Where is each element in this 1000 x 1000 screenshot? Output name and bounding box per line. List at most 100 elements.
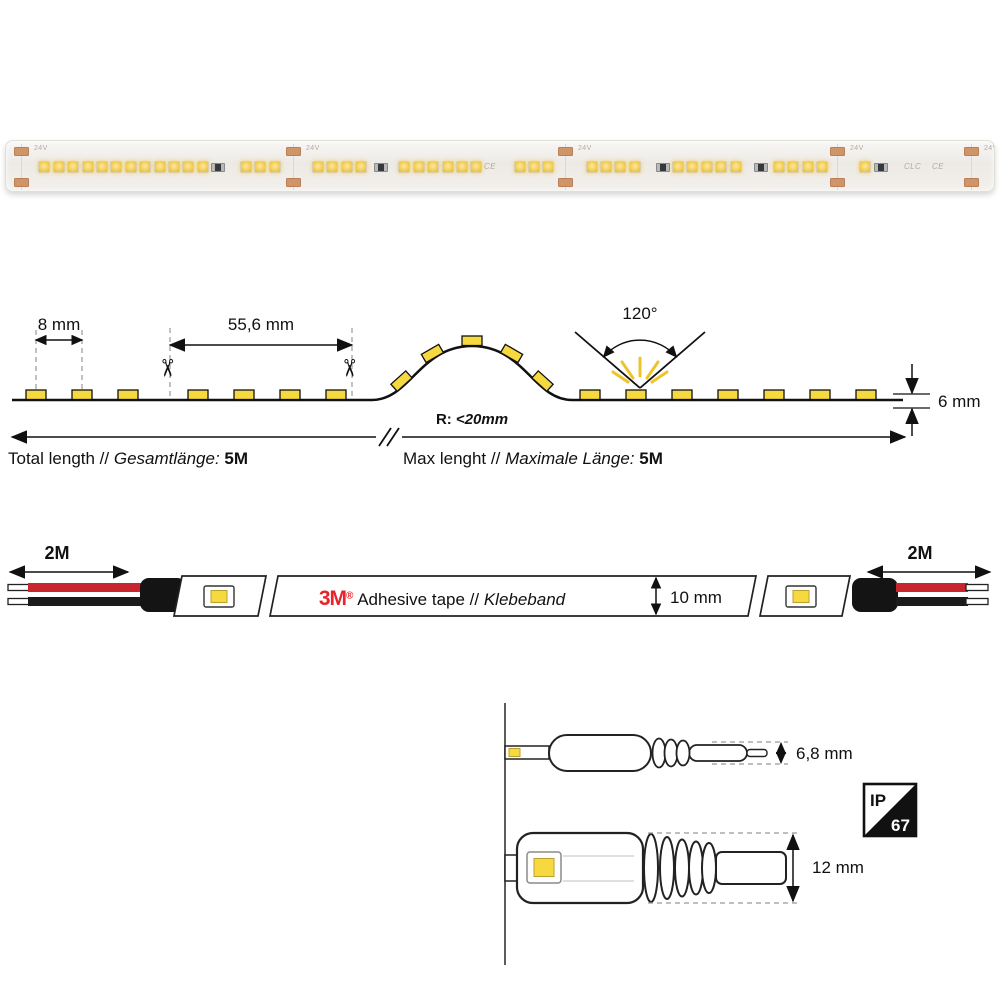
rib — [688, 840, 704, 896]
cut-line — [565, 144, 566, 190]
rib — [651, 737, 667, 769]
led-chip — [96, 161, 108, 173]
rib — [643, 833, 659, 903]
cut-length-label: 55,6 mm — [227, 315, 295, 334]
rib — [663, 738, 679, 768]
rib — [659, 836, 675, 900]
resistor-chip — [656, 162, 670, 172]
led-chip — [859, 161, 872, 173]
led-chip — [268, 161, 281, 173]
solder-pad — [964, 147, 979, 156]
led-chip — [81, 161, 94, 173]
led-chip — [585, 161, 598, 173]
led-chip — [456, 161, 468, 173]
right-2m-label: 2M — [907, 543, 933, 563]
led-chip — [772, 161, 785, 173]
ip-text: IP — [870, 791, 886, 810]
solder-pad — [14, 178, 29, 187]
adhesive-tape-label: 3M® Adhesive tape // Klebeband — [318, 587, 566, 610]
strip-height-label: 6 mm — [938, 392, 981, 411]
led-die — [792, 590, 810, 603]
beam-angle-figure — [574, 331, 706, 389]
led-chip — [196, 161, 209, 173]
led-chip — [355, 161, 368, 173]
solder-pad — [286, 178, 301, 187]
red-wire — [896, 583, 968, 592]
led-die — [533, 858, 555, 877]
voltage-mark: 24V — [984, 145, 994, 152]
led-chip — [52, 161, 65, 173]
registered-mark: ® — [346, 590, 354, 602]
led-chip — [182, 161, 195, 173]
3m-logo: 3M — [318, 587, 347, 610]
led-chip — [124, 161, 137, 173]
led-chip — [240, 161, 252, 173]
black-wire — [896, 597, 968, 606]
solder-pad — [830, 178, 845, 187]
rib — [701, 842, 717, 894]
cut-line — [837, 144, 838, 190]
pitch-label: 8 mm — [37, 315, 81, 334]
led-chip — [139, 161, 152, 173]
small-diameter-label: 6,8 mm — [796, 744, 853, 763]
profile-leds-bend — [389, 335, 555, 393]
ip67-icon: IP 67 — [862, 782, 918, 838]
connector-body — [548, 734, 652, 772]
led-chip — [542, 161, 555, 173]
led-chip — [614, 161, 627, 173]
right-wires — [852, 578, 989, 612]
total-length-label: Total length // Gesamtlänge: 5M — [8, 449, 249, 468]
led-chip — [67, 161, 80, 173]
led-chip — [787, 161, 800, 173]
strip-segment-middle — [268, 575, 758, 617]
profile-leds-left — [25, 389, 347, 401]
resistor-chip — [754, 162, 768, 172]
connector-pin — [746, 748, 768, 758]
led-chip — [441, 161, 454, 173]
cut-line — [21, 144, 22, 190]
black-wire — [28, 597, 142, 606]
connector-diagrams — [504, 703, 800, 965]
led-strip-photo: 24V24V24V24V24VCECLCCE — [5, 140, 995, 192]
left-2m-label: 2M — [44, 543, 70, 563]
cable-diagram — [7, 565, 992, 617]
small-connector — [504, 734, 788, 772]
solder-pad — [830, 147, 845, 156]
voltage-mark: 24V — [306, 145, 320, 152]
left-wires — [7, 578, 186, 612]
led-chip — [801, 161, 814, 173]
silkscreen-mark: CLC — [904, 162, 922, 171]
large-diameter-label: 12 mm — [812, 858, 864, 877]
led-chip — [470, 161, 483, 173]
led-chip — [715, 161, 728, 173]
extension-lines — [35, 328, 353, 400]
led-die — [508, 748, 521, 757]
led-die — [210, 590, 228, 603]
led-chip — [326, 161, 339, 173]
voltage-mark: 24V — [850, 145, 864, 152]
resistor-chip — [211, 162, 225, 172]
right-cable-connector — [852, 578, 898, 612]
bend-radius-label: R: <20mm — [435, 411, 509, 428]
height-dimension — [893, 364, 930, 436]
led-chip — [312, 161, 324, 173]
solder-pad — [964, 178, 979, 187]
cut-line — [293, 144, 294, 190]
led-chip — [254, 161, 267, 173]
led-chip — [600, 161, 612, 173]
max-length-label: Max lenght // Maximale Länge: 5M — [403, 449, 663, 468]
solder-pad — [286, 147, 301, 156]
led-chip — [110, 161, 123, 173]
connector-barrel — [688, 744, 748, 762]
ip-rating-text: 67 — [891, 816, 910, 835]
led-chip — [398, 161, 411, 173]
led-chip — [528, 161, 540, 173]
connector-plug — [715, 851, 787, 885]
led-chip — [686, 161, 699, 173]
scissors-icon: ✂ — [335, 357, 364, 379]
led-chip — [38, 161, 51, 173]
left-cable-connector — [140, 578, 186, 612]
led-chip — [513, 161, 526, 173]
resistor-chip — [874, 162, 888, 172]
